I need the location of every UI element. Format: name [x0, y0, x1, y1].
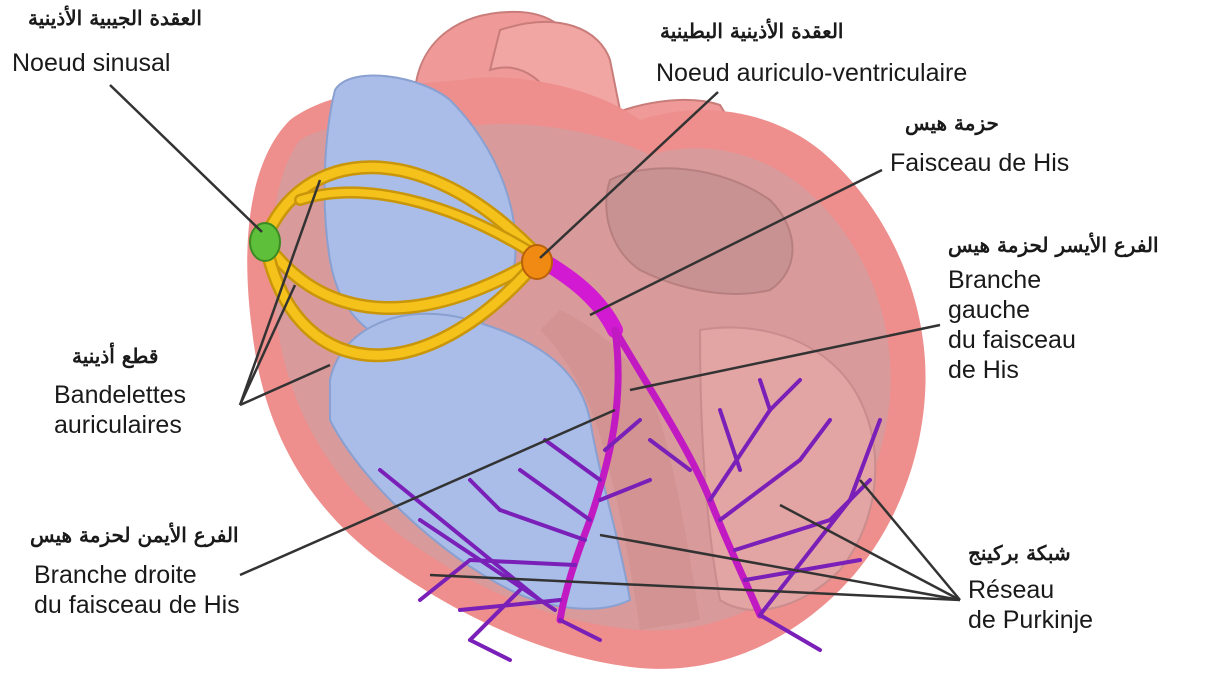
purkinje-line-2: de Purkinje: [968, 605, 1093, 635]
atrial-bands-line-2: auriculaires: [54, 410, 186, 440]
purkinje-label-fr: Réseau de Purkinje: [968, 575, 1093, 635]
right-branch-label-fr: Branche droite du faisceau de His: [34, 560, 240, 620]
left-branch-label-ar: الفرع الأيسر لحزمة هيس: [948, 232, 1159, 258]
sinus-node-label-ar: العقدة الجيبية الأذينية: [28, 5, 202, 31]
right-branch-line-2: du faisceau de His: [34, 590, 240, 620]
his-bundle-label-ar: حزمة هيس: [905, 110, 999, 136]
atrial-bands-label-ar: قطع أذينية: [72, 343, 158, 369]
av-node-label-ar: العقدة الأذينية البطينية: [660, 18, 843, 44]
purkinje-line-1: Réseau: [968, 575, 1093, 605]
right-branch-label-ar: الفرع الأيمن لحزمة هيس: [30, 522, 239, 548]
left-branch-line-4: de His: [948, 355, 1076, 385]
atrial-bands-line-1: Bandelettes: [54, 380, 186, 410]
sinus-node: [250, 223, 280, 261]
purkinje-label-ar: شبكة بركينج: [968, 540, 1071, 566]
atrial-bands-label-fr: Bandelettes auriculaires: [54, 380, 186, 440]
right-branch-line-1: Branche droite: [34, 560, 240, 590]
his-bundle-label-fr: Faisceau de His: [890, 148, 1069, 178]
left-branch-line-2: gauche: [948, 295, 1076, 325]
sinus-node-label-fr: Noeud sinusal: [12, 48, 170, 78]
av-node-label-fr: Noeud auriculo-ventriculaire: [656, 58, 967, 88]
left-branch-line-1: Branche: [948, 265, 1076, 295]
left-branch-line-3: du faisceau: [948, 325, 1076, 355]
left-branch-label-fr: Branche gauche du faisceau de His: [948, 265, 1076, 385]
